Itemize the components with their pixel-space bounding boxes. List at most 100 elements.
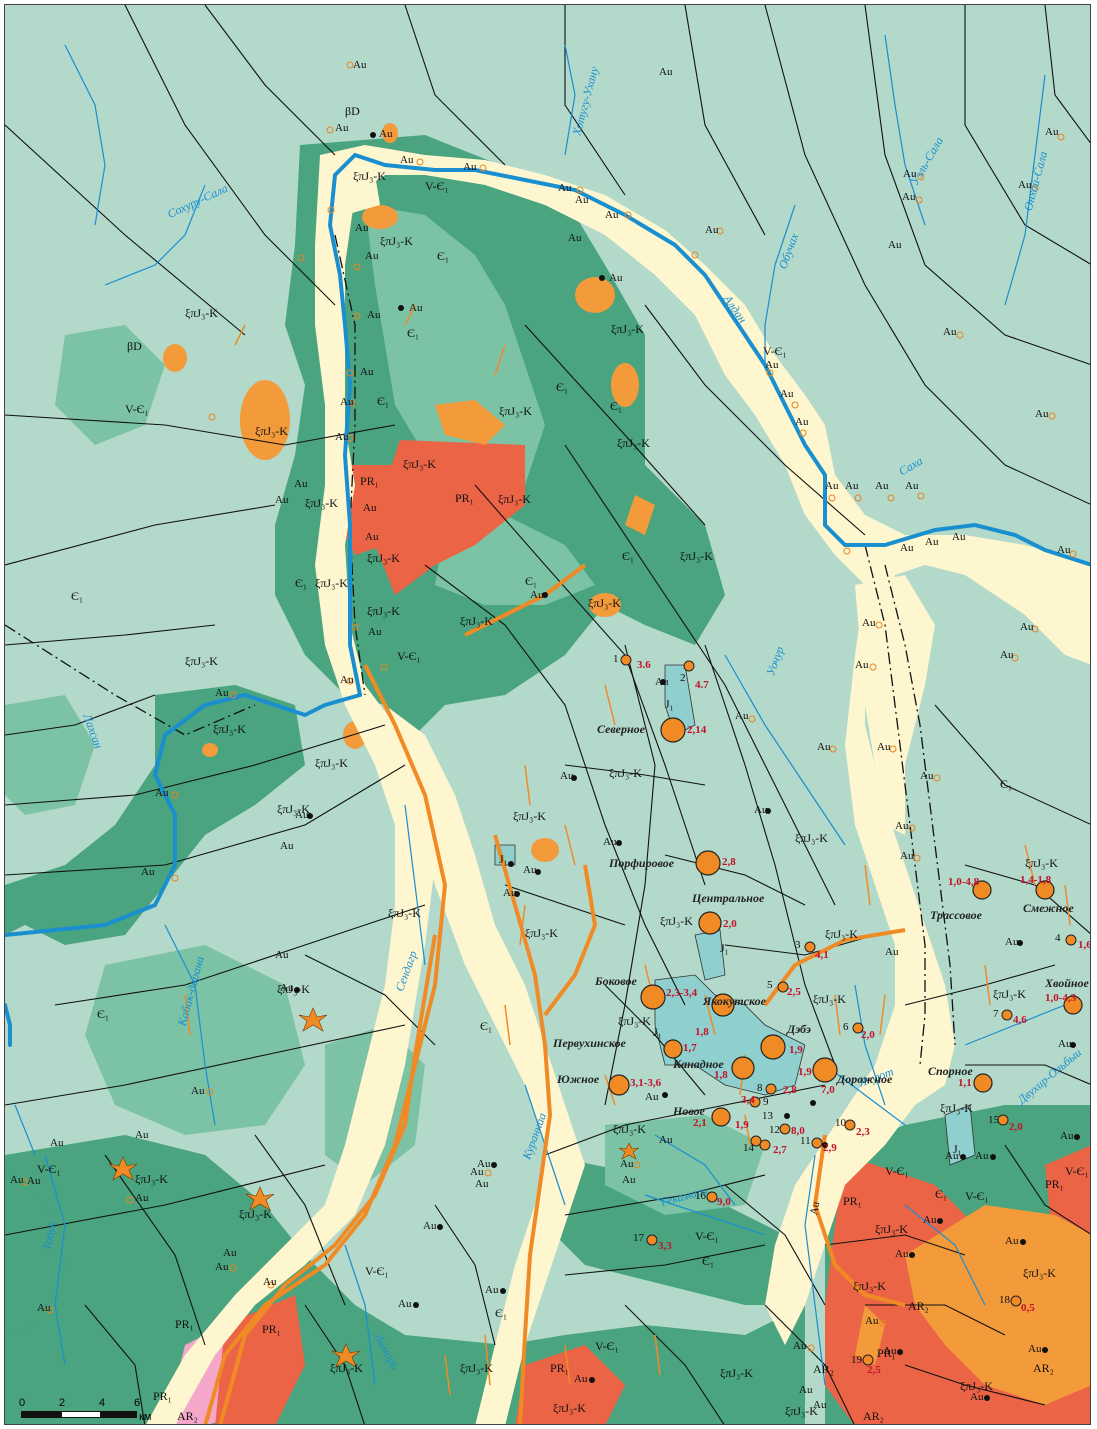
unit-label: PR₁ (175, 1317, 194, 1331)
unit-label: ξπJ₃-K (460, 1361, 493, 1375)
unit-label: ξπJ₃-K (660, 914, 693, 928)
au-label: Au (1005, 1235, 1019, 1247)
au-label: Au (155, 787, 169, 799)
au-label: Au (263, 1276, 277, 1288)
unit-label: J₁ (665, 697, 674, 711)
deposit-number: 11 (800, 1135, 811, 1147)
au-label: Au (943, 326, 957, 338)
unit-label: PR₁ (153, 1389, 172, 1403)
au-label: Au (735, 710, 749, 722)
unit-label: ξπJ₃-K (617, 436, 650, 450)
au-label: Au (367, 309, 381, 321)
au-label: Au (398, 1298, 412, 1310)
deposit-number: 4 (1055, 932, 1061, 944)
au-label: Au (135, 1129, 149, 1141)
au-label: Au (1018, 179, 1032, 191)
deposit-grade: 2,5 (787, 986, 801, 998)
scale-tick-6: 6 (134, 1397, 141, 1409)
unit-label: ξπJ₃-K (611, 322, 644, 336)
au-label: Au (865, 1315, 879, 1327)
au-label: Au (603, 836, 617, 848)
unit-label: V-Є₁ (37, 1162, 61, 1176)
unit-label: Є₁ (480, 1019, 493, 1033)
au-label: Au (215, 1261, 229, 1273)
au-label: Au (463, 161, 477, 173)
minor-rivers (14, 34, 1066, 1386)
unit-label: ξπJ₃-K (795, 831, 828, 845)
au-label: Au (575, 194, 589, 206)
unit-label: V-Є₁ (885, 1164, 909, 1178)
unit-label: Є₁ (610, 399, 623, 413)
deposit-number: 19 (851, 1354, 862, 1366)
deposit-number: 17 (633, 1232, 644, 1244)
deposit-grade: 2,7 (773, 1144, 787, 1156)
au-label: Au (340, 674, 354, 686)
au-label: Au (10, 1174, 24, 1186)
deposit-number: 18 (999, 1294, 1010, 1306)
au-label: Au (363, 502, 377, 514)
deposit-grade: 4,6 (1013, 1014, 1027, 1026)
deposit-grade: 2,0 (1009, 1121, 1023, 1133)
unit-label: PR₁ (262, 1322, 281, 1336)
au-label: Au (754, 804, 768, 816)
deposit-number: 10 (835, 1117, 846, 1129)
au-label: Au (141, 866, 155, 878)
au-label: Au (902, 191, 916, 203)
deposit-grade: 2,1 (693, 1117, 707, 1129)
au-label: Au (817, 741, 831, 753)
unit-label: J₁ (720, 941, 729, 955)
au-point-markers (294, 132, 1080, 1401)
scale-tick-2: 2 (59, 1397, 66, 1409)
deposit-grade: 7,0 (821, 1084, 835, 1096)
au-label: Au (883, 1345, 897, 1357)
geological-map: Сохуру-Сала Хотугу-Ухану Обучах Алдан Уэ… (4, 4, 1091, 1425)
au-label: Au (1005, 936, 1019, 948)
unit-label: ξπJ₃-K (618, 1014, 651, 1028)
au-label: Au (335, 122, 349, 134)
au-label: Au (975, 1150, 989, 1162)
au-label: Au (795, 416, 809, 428)
au-label: Au (825, 480, 839, 492)
au-label: Au (37, 1302, 51, 1314)
au-label: Au (1060, 1130, 1074, 1142)
unit-label: ξπJ₃-K (613, 1122, 646, 1136)
unit-label: Є₁ (525, 574, 538, 588)
au-label: Au (895, 820, 909, 832)
au-label: Au (877, 741, 891, 753)
au-label: Au (365, 250, 379, 262)
breccia-stars (108, 1007, 640, 1368)
au-label: Au (1035, 408, 1049, 420)
scale-unit: км (139, 1411, 152, 1423)
unit-label: βD (127, 339, 142, 353)
unit-label: Є₁ (407, 326, 420, 340)
placer-au-symbols (21, 61, 1077, 1352)
unit-label: J₁ (499, 852, 508, 866)
deposit-markers-small (620, 654, 1077, 1366)
unit-label: ξπJ₃-K (315, 756, 348, 770)
au-label: Au (780, 388, 794, 400)
deposit-grade: 8,0 (791, 1125, 805, 1137)
deposit-grade: 2,8 (783, 1084, 797, 1096)
deposit-grade: 1,4-1,8 (1020, 874, 1052, 886)
au-label: Au (191, 1085, 205, 1097)
deposit-grade: 1,7 (683, 1042, 697, 1054)
unit-label: ξπJ₃-K (403, 457, 436, 471)
unit-label: V-Є₁ (397, 649, 421, 663)
deposit-markers-large (608, 717, 1083, 1127)
unit-label: ξπJ₃-K (135, 1172, 168, 1186)
au-label: Au (423, 1220, 437, 1232)
unit-label: Є₁ (295, 576, 308, 590)
unit-label: ξπJ₃-K (940, 1101, 973, 1115)
deposit-number: 14 (743, 1142, 754, 1154)
au-label: Au (862, 617, 876, 629)
deposit-grade: 1,9 (789, 1044, 803, 1056)
au-label: Au (340, 396, 354, 408)
au-label: Au (50, 1137, 64, 1149)
au-label: Au (275, 494, 289, 506)
deposit-name: Дэбэ (787, 1022, 811, 1036)
deposit-grade: 1,9 (798, 1066, 812, 1078)
au-label: Au (379, 128, 393, 140)
unit-label: ξπJ₃-K (330, 1361, 363, 1375)
au-label: Au (477, 1158, 491, 1170)
deposit-number: 3 (795, 939, 801, 951)
